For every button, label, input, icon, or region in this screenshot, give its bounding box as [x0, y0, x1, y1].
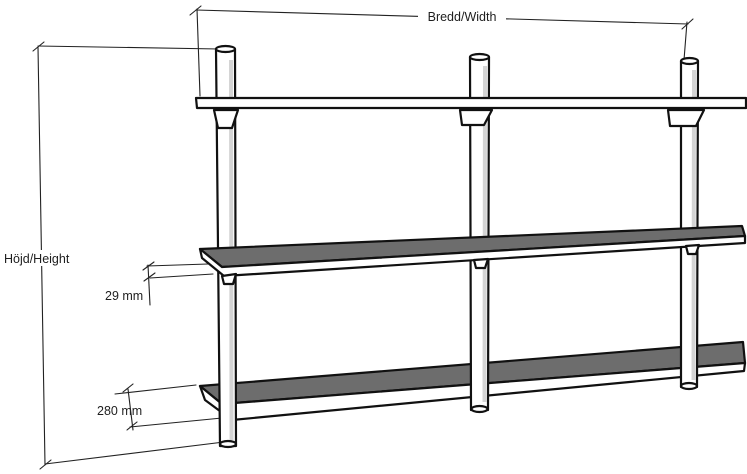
- width-dimension: Bredd/Width: [189, 5, 694, 97]
- thickness-dimension: 29 mm: [105, 261, 214, 306]
- right-post: [679, 56, 700, 391]
- spacing-label: 280 mm: [97, 404, 142, 418]
- middle-post: [468, 52, 491, 414]
- thickness-label: 29 mm: [105, 289, 143, 303]
- top-shelf: [194, 96, 747, 130]
- width-label: Bredd/Width: [428, 10, 497, 24]
- height-dimension: Höjd/Height: [2, 41, 225, 470]
- height-label: Höjd/Height: [4, 252, 70, 266]
- spacing-dimension: 280 mm: [97, 383, 223, 431]
- middle-shelf: [198, 224, 747, 286]
